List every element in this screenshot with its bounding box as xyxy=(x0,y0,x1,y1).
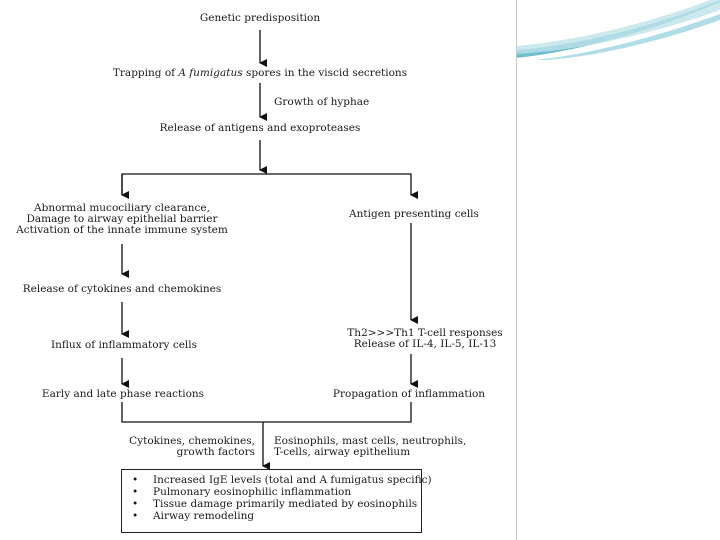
node-th2-line2: Release of IL-4, IL-5, IL-13 xyxy=(353,338,497,350)
label-growth-of-hyphae: Growth of hyphae xyxy=(274,96,370,108)
outcome-item: • Airway remodeling xyxy=(132,510,421,522)
node-early-late-phase: Early and late phase reactions xyxy=(41,388,205,400)
node-abnormal-clearance: Abnormal mucociliary clearance, Damage t… xyxy=(16,203,228,236)
corner-swoosh-decoration xyxy=(516,0,720,60)
label-merge-right: Eosinophils, mast cells, neutrophils, T-… xyxy=(274,436,466,458)
label-merge-left-line1: Cytokines, chemokines, xyxy=(129,435,255,447)
node-abnormal-clearance-line3: Activation of the innate immune system xyxy=(16,224,228,236)
outcomes-list: • Increased IgE levels (total and A fumig… xyxy=(122,470,432,522)
outcome-item: • Increased IgE levels (total and A fumig… xyxy=(132,474,432,486)
label-merge-right-line2: T-cells, airway epithelium xyxy=(274,446,411,458)
outcome-text: Airway remodeling xyxy=(153,510,255,522)
node-trapping-species: A fumigatus xyxy=(178,67,243,79)
split-connector xyxy=(121,173,418,199)
node-th2-line1: Th2>>>Th1 T-cell responses xyxy=(347,327,503,339)
node-genetic-predisposition: Genetic predisposition xyxy=(199,12,321,24)
outcome-text: Tissue damage primarily mediated by eosi… xyxy=(153,498,418,510)
bullet-icon: • xyxy=(132,510,139,522)
outcomes-box: • Increased IgE levels (total and A fumig… xyxy=(121,469,432,533)
outcome-item: • Tissue damage primarily mediated by eos… xyxy=(132,498,421,510)
node-propagation-inflammation: Propagation of inflammation xyxy=(332,388,486,400)
bullet-icon: • xyxy=(132,498,139,510)
merge-connector xyxy=(121,402,412,423)
bullet-icon: • xyxy=(132,474,139,486)
outcome-text: Pulmonary eosinophilic inflammation xyxy=(153,486,352,498)
outcome-text: Increased IgE levels (total and A fumiga… xyxy=(153,474,432,486)
label-merge-right-line1: Eosinophils, mast cells, neutrophils, xyxy=(274,435,467,447)
node-antigen-presenting-cells: Antigen presenting cells xyxy=(349,208,479,220)
slide-divider xyxy=(516,0,517,540)
label-merge-left-line2: growth factors xyxy=(176,446,255,458)
node-trapping-pre: Trapping of xyxy=(112,67,179,79)
node-trapping: Trapping of A fumigatus spores in the vi… xyxy=(113,68,407,79)
bullet-icon: • xyxy=(132,486,139,498)
node-release-cytokines: Release of cytokines and chemokines xyxy=(22,283,222,295)
node-influx-inflammatory-cells: Influx of inflammatory cells xyxy=(50,339,198,351)
label-merge-left: Cytokines, chemokines, growth factors xyxy=(120,436,255,458)
node-abnormal-clearance-line1: Abnormal mucociliary clearance, xyxy=(34,202,210,214)
node-th2-responses: Th2>>>Th1 T-cell responses Release of IL… xyxy=(347,328,502,350)
node-trapping-post: spores in the viscid secretions xyxy=(242,67,408,79)
node-abnormal-clearance-line2: Damage to airway epithelial barrier xyxy=(26,213,218,225)
outcome-item: • Pulmonary eosinophilic inflammation xyxy=(132,486,421,498)
node-release-antigens: Release of antigens and exoproteases xyxy=(159,122,361,134)
